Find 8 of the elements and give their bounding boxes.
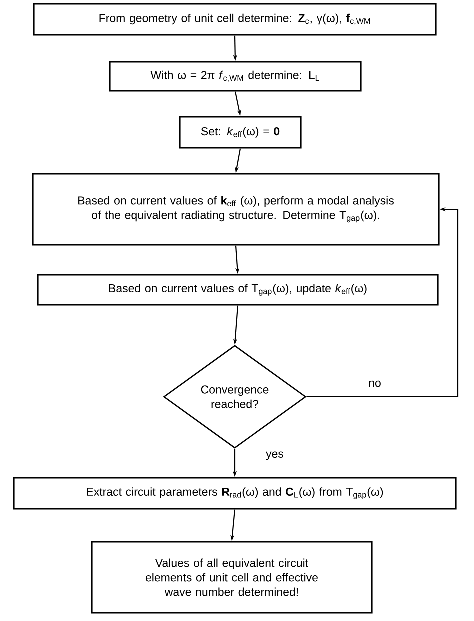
process-box: Set: k$_{eff}$(ω) = 0 xyxy=(179,116,302,149)
process-box: Values of all equivalent circuit elements of unit cell and effective wave number determined! xyxy=(91,541,373,614)
edge-label: yes xyxy=(265,450,285,462)
process-box: With ω = 2π f$_{c,WM}$ determine: L$_{L}$ xyxy=(109,61,362,92)
process-box: Based on current values of k$_{eff}$ (ω), perform a modal analysis of the equivalent radiating structure. Determine T$_{gap}$(ω). xyxy=(32,173,440,246)
process-box: From geometry of unit cell determine: Z$_{c}$, γ(ω), f$_{c,WM}$ xyxy=(33,3,437,36)
process-box: Based on current values of T$_{gap}$(ω), update k$_{eff}$(ω) xyxy=(37,274,439,306)
process-box: Extract circuit parameters R$_{rad}$(ω) and C$_{L}$(ω) from T$_{gap}$(ω) xyxy=(13,477,457,510)
